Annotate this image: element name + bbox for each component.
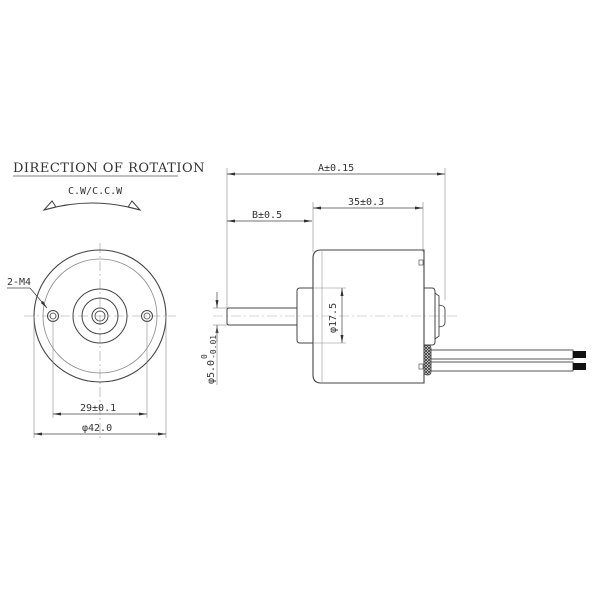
front-view [7,243,176,440]
rotation-label: C.W/C.C.W [68,186,123,197]
rear-cap [424,287,436,346]
boss-diameter-dim: φ17.5 [328,303,339,333]
lead-wires [430,349,586,372]
outer-diameter-dim: φ42.0 [82,423,112,434]
shaft-length-dim: B±0.5 [252,210,282,221]
shaft-diameter-value: φ5.0 [206,360,217,384]
rotation-arrow-left-icon [42,200,57,211]
lead-wire-1 [430,349,574,360]
wire-end-2 [573,363,586,370]
shaft-tol-lower: -0.01 [209,335,218,359]
boss [296,287,313,344]
hole-callout: 2-M4 [7,277,31,288]
hole-spacing-dim: 29±0.1 [80,403,116,414]
rotation-title: DIRECTION OF ROTATION [13,161,205,176]
shaft-diameter-dim: φ5.0 0 -0.01 [200,335,218,384]
lead-wire-2 [430,361,574,372]
wire-end-1 [573,351,586,358]
shaft [226,307,297,326]
wire-grommet [423,344,432,376]
body-length-dim: 35±0.3 [348,197,384,208]
side-view [213,168,586,385]
rotation-legend: DIRECTION OF ROTATION C.W/C.C.W [13,161,205,211]
overall-length-dim: A±0.15 [318,163,354,174]
shaft-tol-upper: 0 [200,354,209,359]
rotation-arc [43,202,141,211]
shaft-end [91,307,109,325]
rotation-arrow-right-icon [127,200,142,211]
motor-body [312,249,425,384]
